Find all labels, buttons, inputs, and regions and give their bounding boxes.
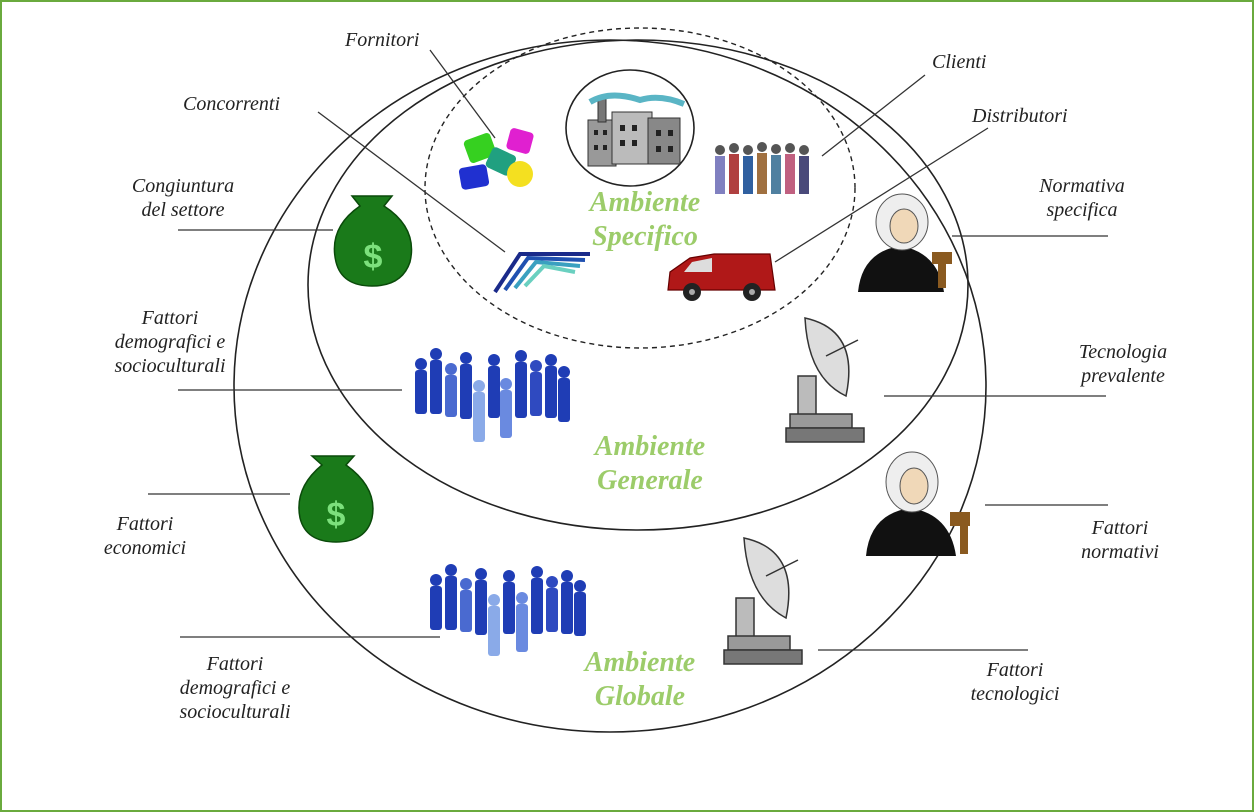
van-icon — [667, 253, 776, 301]
factory-icon — [587, 92, 686, 167]
ambiente-globale-label: Ambiente Globale — [584, 647, 696, 712]
svg-text:$: $ — [364, 238, 383, 276]
satellite-dish-icon — [785, 317, 865, 443]
label-concorrenti: Concorrenti — [183, 93, 281, 115]
label-normativa-specifica: Normativa specifica — [1039, 175, 1125, 221]
leader-lines — [148, 49, 1108, 651]
label-congiuntura: Congiuntura del settore — [131, 175, 235, 221]
label-tecnologia-prevalente: Tecnologia prevalente — [1078, 341, 1168, 387]
ring-globale — [233, 39, 987, 733]
ambiente-generale-label: Ambiente Generale — [594, 431, 706, 496]
ring-generale — [307, 39, 969, 531]
satellite-dish-icon — [723, 537, 803, 665]
label-fattori-demografici-generale: Fattori demografici e socioculturali — [114, 307, 226, 377]
label-fattori-normativi: Fattori normativi — [1081, 517, 1159, 563]
factory-circle — [565, 69, 695, 187]
label-distributori: Distributori — [972, 105, 1068, 127]
ambiente-specifico-label: Ambiente Specifico — [589, 187, 701, 252]
label-fornitori: Fornitori — [345, 29, 420, 51]
judge-icon — [858, 193, 952, 292]
svg-text:$: $ — [327, 496, 346, 534]
puzzle-icon — [458, 128, 534, 190]
money-bag-icon: $ — [333, 195, 413, 287]
ring-specifico — [424, 27, 856, 349]
judge-icon — [866, 451, 970, 556]
label-fattori-demografici-globale: Fattori demografici e socioculturali — [179, 653, 291, 723]
label-fattori-tecnologici: Fattori tecnologici — [970, 659, 1060, 705]
clienti-crowd-icon — [715, 142, 809, 194]
crowd-icon — [415, 348, 570, 442]
speed-lines-icon — [493, 252, 590, 294]
label-clienti: Clienti — [932, 51, 987, 73]
label-fattori-economici: Fattori economici — [103, 513, 187, 559]
crowd-icon — [430, 564, 586, 656]
money-bag-icon: $ — [298, 455, 374, 543]
